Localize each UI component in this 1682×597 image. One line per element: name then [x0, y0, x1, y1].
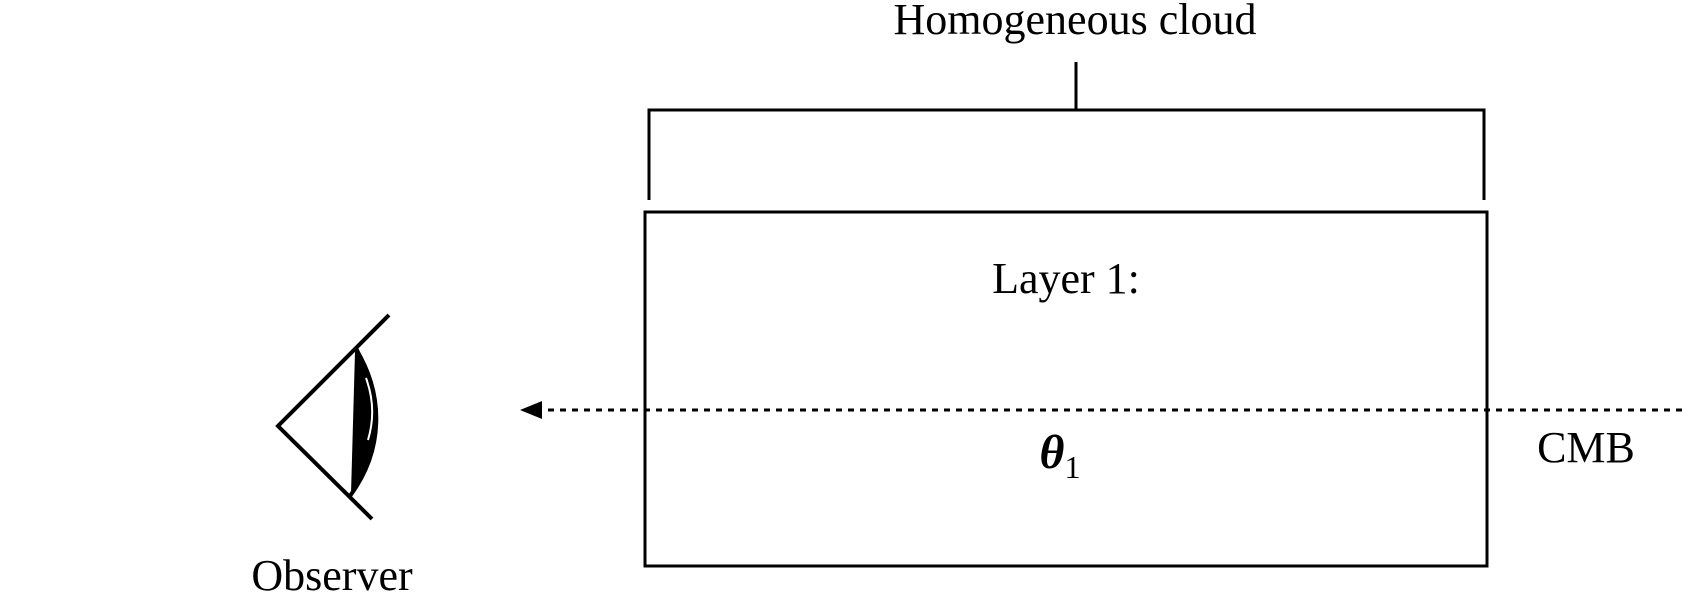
cmb-label: CMB	[1537, 423, 1635, 472]
layer-temperature-symbol: θ1	[1040, 426, 1081, 485]
theta-symbol: θ	[1040, 426, 1065, 479]
eye-icon	[275, 313, 391, 521]
observer-label: Observer	[251, 551, 413, 592]
theta-subscript: 1	[1064, 449, 1080, 485]
cloud-bracket	[647, 62, 1486, 200]
cloud-label: Homogeneous cloud	[894, 0, 1257, 44]
layer-label: Layer 1:	[992, 254, 1140, 303]
layer-box	[643, 210, 1489, 568]
